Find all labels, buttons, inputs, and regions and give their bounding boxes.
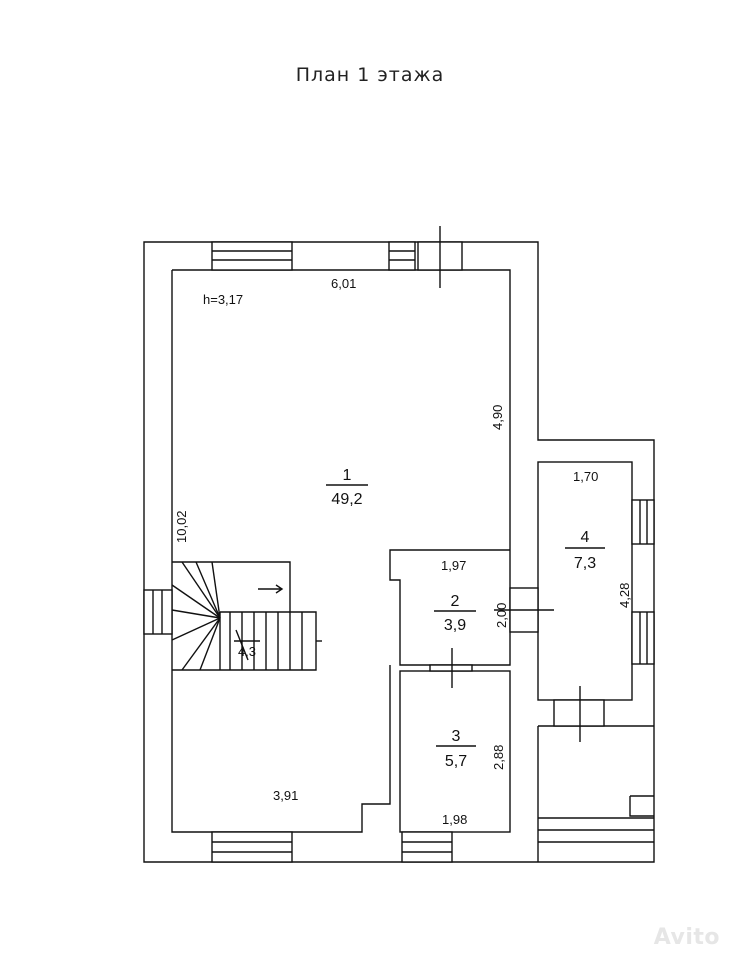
dim-top-width: 6,01 xyxy=(331,276,356,291)
window-left xyxy=(143,589,173,635)
door-room2-room4 xyxy=(494,587,554,633)
room-3-area: 5,7 xyxy=(445,753,467,770)
window-room4-lower xyxy=(631,611,655,665)
window-bottom-left xyxy=(211,831,293,863)
dim-left-height: 10,02 xyxy=(174,510,189,543)
door-top xyxy=(417,226,463,288)
porch-step xyxy=(629,795,654,817)
window-room4-upper xyxy=(631,499,655,545)
hall-inner-wall xyxy=(171,269,511,833)
exterior-wall-outline xyxy=(143,241,655,863)
room-4-number: 4 xyxy=(581,529,590,546)
height-label: h=3,17 xyxy=(203,292,243,307)
room-4-area: 7,3 xyxy=(574,555,596,572)
window-bottom-room3 xyxy=(401,831,453,863)
avito-watermark: Avito xyxy=(653,925,720,950)
window-top-small xyxy=(388,241,416,271)
door-room2-room3 xyxy=(429,648,473,688)
dim-room2-height: 2,00 xyxy=(494,603,509,628)
dim-right-height: 4,90 xyxy=(490,405,505,430)
plan-title: План 1 этажа xyxy=(295,64,445,86)
dim-room2-width: 1,97 xyxy=(441,558,466,573)
room-1-area: 49,2 xyxy=(331,491,362,508)
room-2-number: 2 xyxy=(451,593,460,610)
window-top-left xyxy=(211,241,293,271)
dim-room3-width: 1,98 xyxy=(442,812,467,827)
dim-room4-width: 1,70 xyxy=(573,469,598,484)
dim-room4-height: 4,28 xyxy=(617,583,632,608)
stair-label: 4,3 xyxy=(238,644,256,659)
staircase xyxy=(171,561,322,671)
dim-room3-height: 2,88 xyxy=(491,745,506,770)
room-4-outline xyxy=(537,461,633,701)
room-3-number: 3 xyxy=(452,728,461,745)
door-room4-vestibule xyxy=(553,686,605,742)
room-2-area: 3,9 xyxy=(444,617,466,634)
room-1-number: 1 xyxy=(343,467,352,484)
dim-bottom-width: 3,91 xyxy=(273,788,298,803)
